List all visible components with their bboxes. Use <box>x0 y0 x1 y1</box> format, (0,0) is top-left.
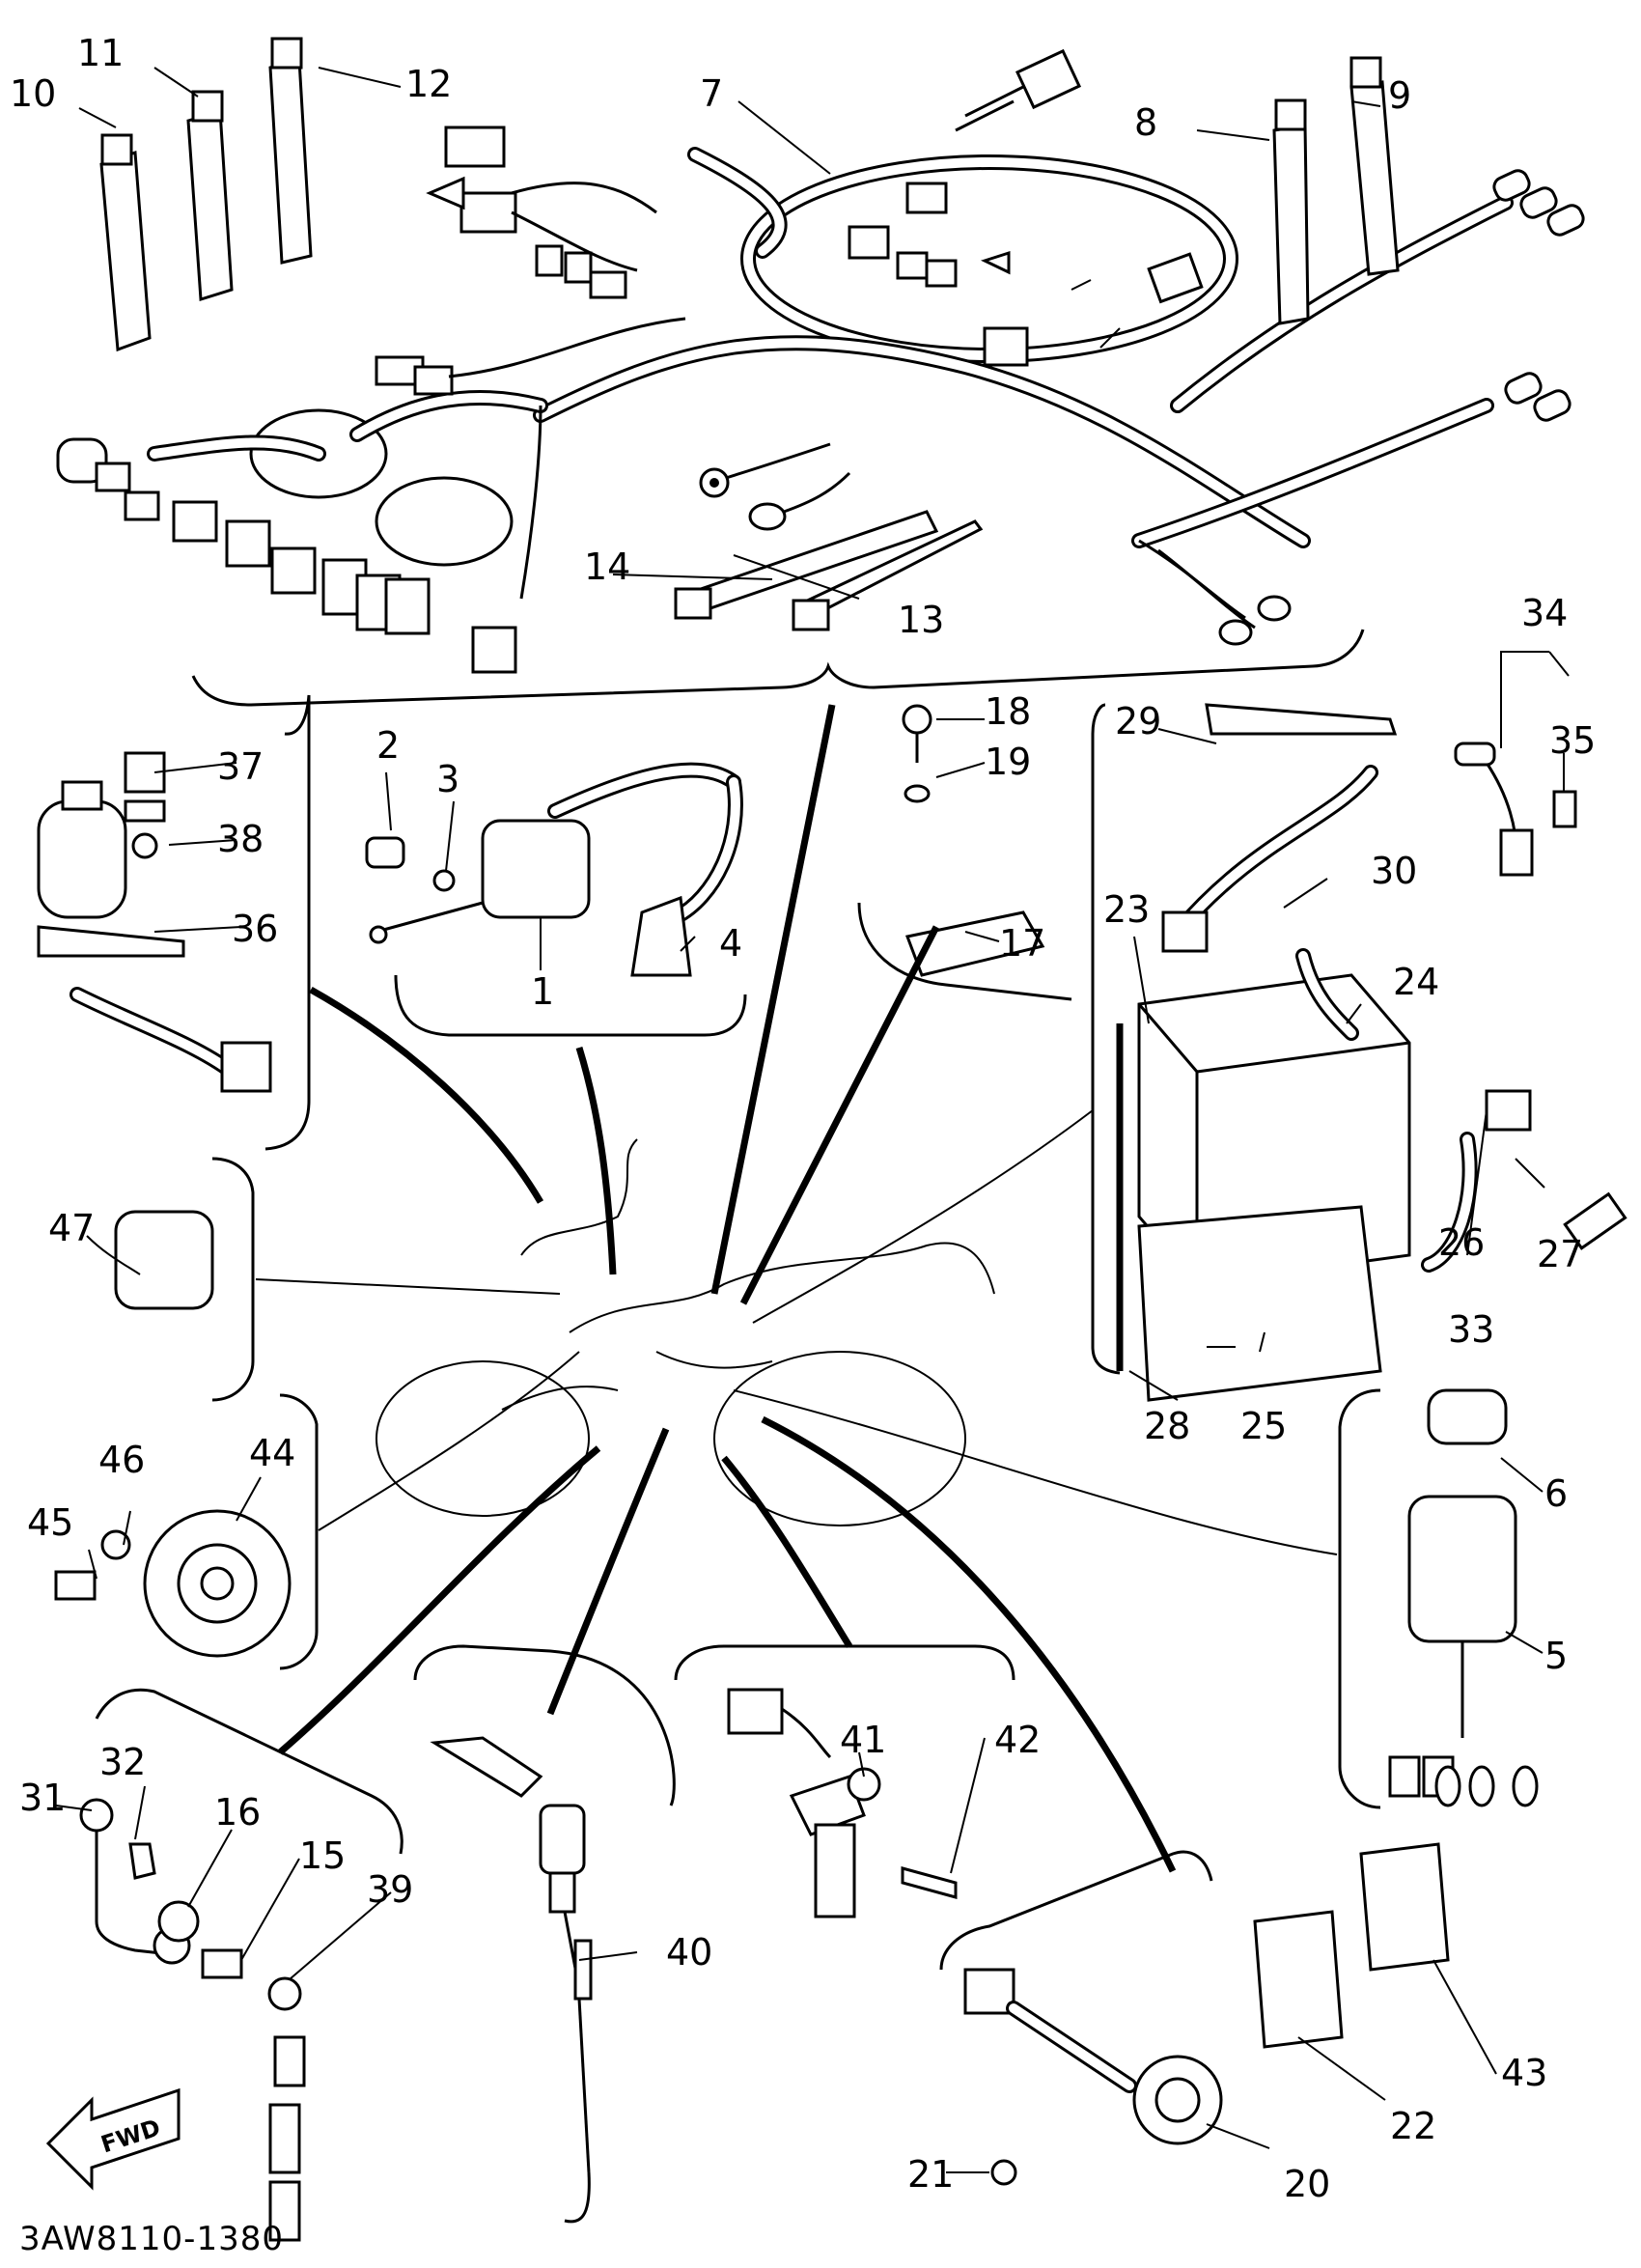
callout-22: 22 <box>1390 2105 1436 2147</box>
callout-15: 15 <box>299 1834 346 1877</box>
relay-group <box>114 1157 255 1402</box>
flasher-group <box>1338 1388 1539 1809</box>
callout-33: 33 <box>1448 1308 1494 1351</box>
rectifier-group <box>857 704 1072 1001</box>
callout-37: 37 <box>217 745 264 788</box>
callout-44: 44 <box>249 1432 295 1474</box>
callout-30: 30 <box>1371 850 1417 892</box>
callout-40: 40 <box>666 1931 712 1974</box>
callout-43: 43 <box>1501 2052 1547 2094</box>
callout-5: 5 <box>1544 1635 1568 1677</box>
callout-42: 42 <box>994 1719 1041 1761</box>
callout-25: 25 <box>1240 1405 1287 1447</box>
callout-32: 32 <box>99 1741 146 1783</box>
callout-35: 35 <box>1549 719 1596 762</box>
callout-28: 28 <box>1144 1405 1190 1447</box>
wire-harness <box>56 48 1585 707</box>
callout-6: 6 <box>1544 1472 1568 1515</box>
callout-16: 16 <box>214 1791 261 1834</box>
callout-1: 1 <box>531 970 554 1013</box>
callout-38: 38 <box>217 818 264 860</box>
forward-direction-arrow: FWD <box>45 2087 181 2191</box>
callout-leaders <box>55 67 1570 2173</box>
callout-46: 46 <box>98 1439 145 1481</box>
callout-20: 20 <box>1284 2163 1330 2205</box>
callout-39: 39 <box>367 1868 413 1911</box>
callout-36: 36 <box>232 908 278 950</box>
callout-4: 4 <box>719 922 742 965</box>
ignition-coil-group <box>365 762 747 1037</box>
callout-8: 8 <box>1134 101 1157 144</box>
callout-3: 3 <box>436 758 459 800</box>
callout-17: 17 <box>999 922 1045 965</box>
callout-23: 23 <box>1103 888 1150 931</box>
callout-31: 31 <box>19 1777 66 1819</box>
neutral-switch-group <box>79 1688 403 2242</box>
callout-24: 24 <box>1393 961 1439 1003</box>
callout-9: 9 <box>1388 74 1411 117</box>
callout-18: 18 <box>985 690 1031 733</box>
horn-group <box>54 1393 319 1670</box>
leader-lines <box>255 704 1338 1873</box>
cable-ties <box>99 37 1400 631</box>
drawing-code: 3AW8110-1380 <box>19 2220 284 2258</box>
callout-12: 12 <box>405 63 452 105</box>
callout-45: 45 <box>27 1501 73 1544</box>
callout-19: 19 <box>985 741 1031 783</box>
callout-27: 27 <box>1537 1233 1583 1275</box>
callout-labels: 10 11 12 7 8 9 14 13 2 3 1 4 18 19 17 37… <box>10 32 1596 2205</box>
callout-7: 7 <box>700 72 723 115</box>
oil-switch-group <box>413 1644 676 2224</box>
sensor-group <box>674 1644 1015 1918</box>
callout-26: 26 <box>1438 1221 1485 1264</box>
motorcycle-outline <box>375 1138 995 1526</box>
callout-11: 11 <box>77 32 124 74</box>
callout-10: 10 <box>10 72 56 115</box>
callout-14: 14 <box>584 546 630 588</box>
callout-29: 29 <box>1115 700 1161 742</box>
callout-2: 2 <box>376 724 400 767</box>
callout-21: 21 <box>907 2153 954 2196</box>
callout-41: 41 <box>840 1719 886 1761</box>
main-switch-group <box>37 694 311 1151</box>
callout-34: 34 <box>1521 592 1568 634</box>
callout-13: 13 <box>898 599 944 641</box>
callout-47: 47 <box>48 1207 95 1249</box>
battery-group <box>1091 703 1627 1402</box>
starter-relay-group <box>939 1842 1450 2186</box>
